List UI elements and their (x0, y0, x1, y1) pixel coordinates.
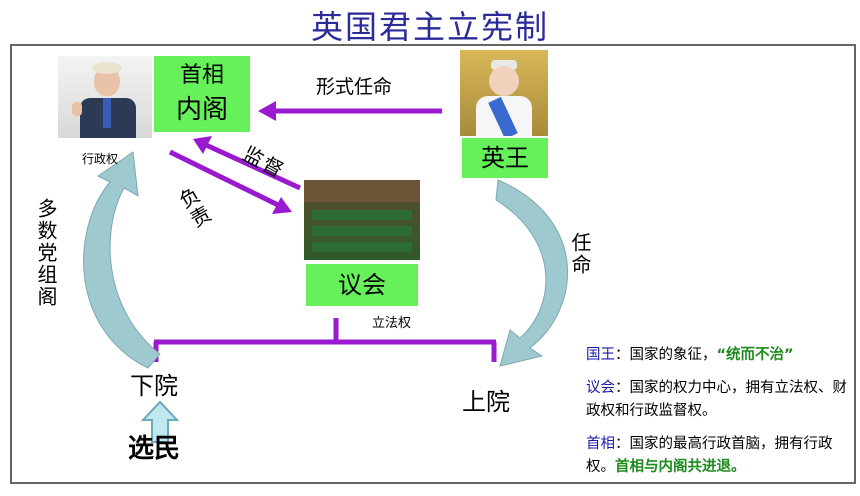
supervise-arrow (204, 142, 302, 191)
note-pm-sep: ： (615, 436, 630, 452)
prime-minister-label: 首相 (179, 63, 224, 88)
voters-up-arrow (140, 400, 180, 443)
prime-minister-photo (58, 56, 152, 138)
cabinet-label: 内阁 (175, 95, 228, 125)
note-parliament-term: 议会 (586, 380, 615, 396)
note-parliament-text: 国家的权力中心，拥有立法权、财政权和行政监督权。 (586, 380, 847, 419)
page-title: 英国君主立宪制 (310, 8, 549, 46)
notes-panel: 国王：国家的象征，“统而不治” 议会：国家的权力中心，拥有立法权、财政权和行政监… (586, 344, 852, 479)
majority-party-curve-arrow (83, 151, 161, 369)
note-king: 国王：国家的象征，“统而不治” (586, 344, 852, 367)
diagram-frame (10, 44, 856, 484)
formal-appointment-label: 形式任命 (316, 76, 393, 98)
appoint-curve-arrow (495, 179, 568, 367)
note-parliament-sep: ： (615, 380, 630, 396)
executive-power-label: 行政权 (82, 152, 119, 166)
note-king-highlight: “统而不治” (716, 347, 794, 363)
lower-house-label: 下院 (130, 372, 178, 400)
upper-house-label: 上院 (462, 388, 510, 416)
responsible-arrow (168, 149, 280, 208)
king-box: 英王 (462, 138, 548, 178)
note-king-sep: ： (615, 347, 630, 363)
note-pm-term: 首相 (586, 436, 615, 452)
legislative-power-label: 立法权 (372, 316, 412, 331)
responsible-arrowhead (272, 197, 292, 214)
formal-appointment-arrowhead (258, 101, 276, 121)
note-parliament: 议会：国家的权力中心，拥有立法权、财政权和行政监督权。 (586, 377, 852, 423)
prime-minister-cabinet-box: 首相 内阁 (154, 56, 250, 132)
note-prime-minister: 首相：国家的最高行政首脑，拥有行政权。首相与内阁共进退。 (586, 433, 852, 479)
note-pm-highlight: 首相与内阁共进退。 (615, 459, 746, 475)
monarch-photo (460, 50, 548, 136)
supervise-arrowhead (193, 136, 212, 154)
majority-party-label: 多数党组阁 (34, 198, 58, 308)
parliament-photo (304, 180, 420, 260)
appoint-label: 任命 (568, 232, 592, 276)
voters-label: 选民 (128, 434, 181, 464)
note-king-text: 国家的象征， (629, 347, 717, 363)
parliament-box: 议会 (306, 264, 418, 306)
note-pm-text: 国家的最高行政首脑，拥有行政权。 (586, 436, 833, 475)
note-king-term: 国王 (586, 347, 615, 363)
